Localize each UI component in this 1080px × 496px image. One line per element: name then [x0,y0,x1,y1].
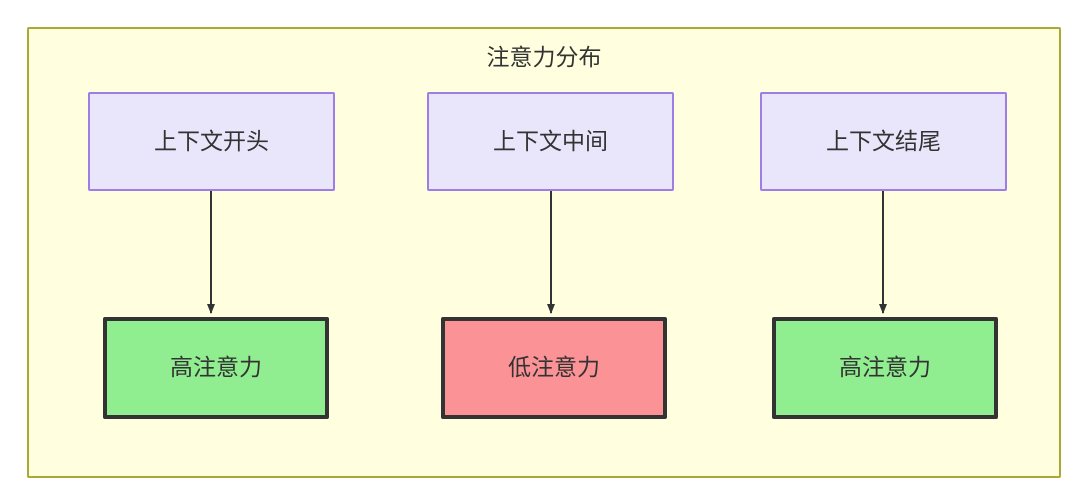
subgraph-title: 注意力分布 [486,44,602,70]
node-context-middle[interactable]: 上下文中间 [427,92,674,191]
node-high-attention-start[interactable]: 高注意力 [103,317,329,419]
node-high-attention-end[interactable]: 高注意力 [772,317,998,419]
node-low-attention-middle[interactable]: 低注意力 [441,317,667,419]
node-context-end[interactable]: 上下文结尾 [760,92,1007,191]
node-context-start[interactable]: 上下文开头 [88,92,335,191]
